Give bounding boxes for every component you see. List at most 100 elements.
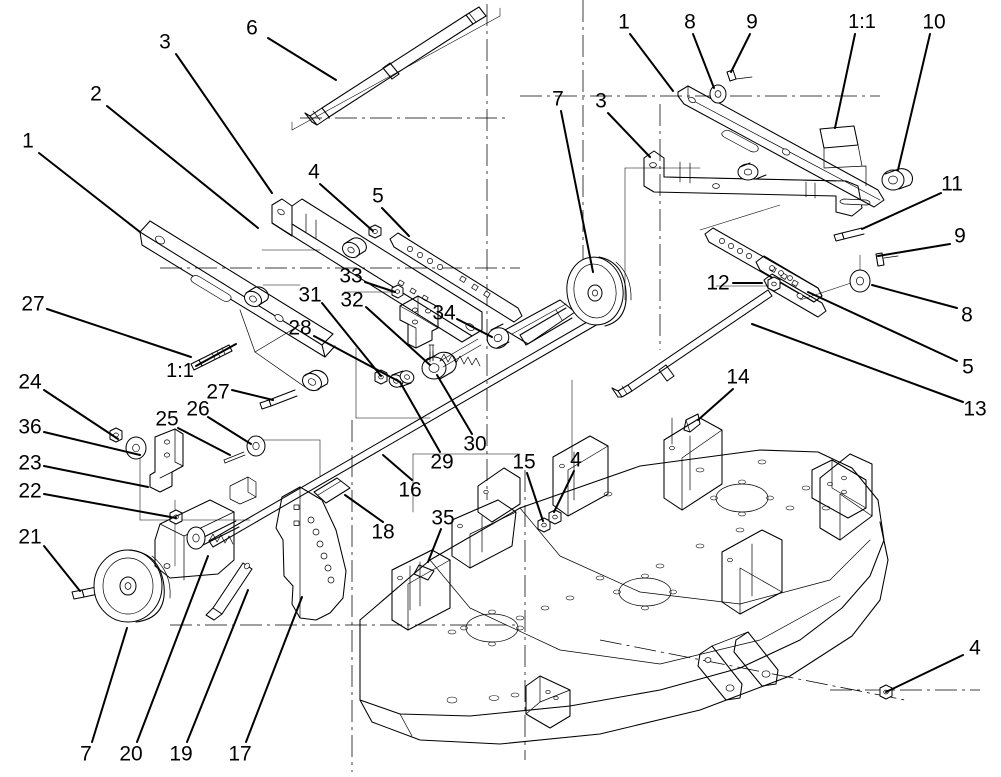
part-7-caster-wheel-left <box>93 549 171 623</box>
leader-line-23 <box>43 465 149 488</box>
mower-deck-housing <box>359 449 889 745</box>
callout-number-12: 12 <box>706 271 730 295</box>
leader-line-27 <box>231 389 274 401</box>
callout-number-4: 4 <box>969 636 981 660</box>
part-8-bushing-top <box>709 84 727 104</box>
callout-leader-lines <box>38 33 964 743</box>
deck-bracket-center-rear <box>552 435 609 517</box>
callout-number-11: 11 <box>941 172 963 196</box>
callout-number-10: 10 <box>922 10 946 34</box>
callout-number-28: 28 <box>288 316 312 340</box>
deck-hitch-arms <box>697 631 779 701</box>
leader-line-5 <box>807 291 958 362</box>
callout-number-9: 9 <box>954 224 966 248</box>
callout-number-25: 25 <box>155 407 179 431</box>
leader-line-30 <box>436 374 473 435</box>
callout-number-26: 26 <box>186 397 210 421</box>
callout-number-7: 7 <box>80 742 92 766</box>
callout-number-14: 14 <box>726 365 750 389</box>
callout-number-16: 16 <box>398 478 422 502</box>
callout-number-1: 1 <box>22 129 34 153</box>
callout-number-3: 3 <box>159 30 171 54</box>
part-34-angle-bracket <box>399 295 439 349</box>
part-36-washer <box>125 436 147 460</box>
part-18-lever-bracket <box>313 477 351 504</box>
leader-line-24 <box>43 389 119 440</box>
leader-line-29 <box>399 381 441 453</box>
leader-line-28 <box>313 335 401 383</box>
leader-line-33 <box>364 281 396 293</box>
part-5-left-height-plate <box>389 232 523 323</box>
leader-line-9 <box>877 243 951 257</box>
callout-number-1: 1 <box>618 10 630 34</box>
callout-number-36: 36 <box>18 415 42 439</box>
callout-number-6: 6 <box>246 16 258 40</box>
leader-line-5 <box>381 207 410 237</box>
callout-number-17: 17 <box>228 742 252 766</box>
deck-bracket-front-center <box>525 675 571 729</box>
caster-housing-left <box>154 476 257 581</box>
part-27-center-bolt <box>259 389 298 410</box>
leader-line-3 <box>175 53 273 194</box>
leader-line-9 <box>730 33 751 73</box>
part-4-locknut-upper <box>368 224 382 239</box>
part-11-bolt <box>833 227 865 242</box>
part-16-adjust-rod <box>208 299 599 548</box>
leader-line-4 <box>553 470 575 513</box>
leader-line-22 <box>43 493 177 519</box>
callout-number-34: 34 <box>432 301 456 325</box>
spring-coils-lower <box>208 533 234 545</box>
callout-number-8: 8 <box>961 303 973 327</box>
callout-number-13: 13 <box>963 397 987 421</box>
leader-line-18 <box>344 494 384 523</box>
part-25-pin <box>223 451 246 464</box>
callout-number-7: 7 <box>552 87 564 111</box>
part-14-plug <box>671 413 701 445</box>
callout-number-1-1: 1:1 <box>166 360 194 382</box>
assembly-guide-lines <box>139 7 861 567</box>
callout-number-23: 23 <box>18 451 42 475</box>
leader-line-26 <box>207 416 252 445</box>
callout-number-27: 27 <box>21 292 45 316</box>
spring-coils <box>439 338 482 368</box>
spindle-mount-2 <box>613 573 677 611</box>
leader-line-8 <box>871 284 958 309</box>
callout-number-30: 30 <box>463 432 487 456</box>
part-3-right-upper-arm <box>643 150 871 217</box>
part-1-right-carrier-arm <box>677 85 885 208</box>
leader-line-15 <box>526 472 544 522</box>
callout-number-27: 27 <box>206 380 230 404</box>
leader-line-31 <box>321 302 382 377</box>
part-7-roller-center <box>566 256 632 327</box>
spindle-mount-1 <box>460 609 524 647</box>
leader-line-25 <box>177 427 231 456</box>
callout-number-4: 4 <box>570 448 582 472</box>
deck-bracket-right-edge <box>811 459 867 519</box>
callout-number-5: 5 <box>962 355 974 379</box>
part-15-spacer <box>537 517 551 533</box>
leader-line-27 <box>46 308 192 358</box>
leader-line-35 <box>427 528 442 563</box>
callout-number-22: 22 <box>18 479 42 503</box>
deck-bracket-far-left <box>477 467 521 523</box>
part-1-left-carrier-arm <box>139 220 336 392</box>
callout-number-32: 32 <box>340 288 364 312</box>
part-12-nut <box>767 276 781 292</box>
callout-number-31: 31 <box>298 283 322 307</box>
leader-line-34 <box>456 318 493 338</box>
callout-number-19: 19 <box>169 742 193 766</box>
callout-number-3: 3 <box>595 89 607 113</box>
callout-number-29: 29 <box>430 450 454 474</box>
leader-line-32 <box>365 306 431 366</box>
leader-line-1 <box>38 152 141 233</box>
leader-line-16 <box>382 454 413 481</box>
part-10-bushing-right <box>881 168 914 191</box>
leader-line-7 <box>560 110 594 273</box>
leader-line-2 <box>106 105 259 229</box>
part-26-washer <box>246 435 266 457</box>
part-23-angle-bracket <box>149 428 184 493</box>
part-decal-ratio-plate <box>819 125 867 187</box>
part-13-lower-lift-rod <box>611 289 773 398</box>
deck-bracket-left-rear <box>451 499 517 569</box>
